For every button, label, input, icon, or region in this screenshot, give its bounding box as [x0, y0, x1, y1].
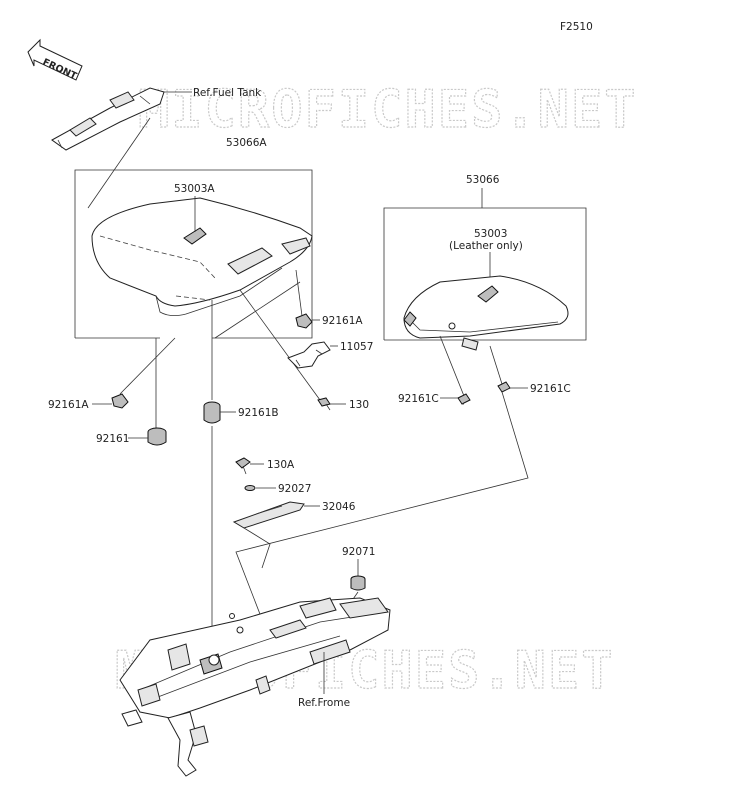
bolt-130a — [235, 457, 251, 475]
damper-92161a-left — [111, 393, 129, 409]
damper-92161a-right — [295, 313, 313, 329]
front-direction-arrow: FRONT — [27, 38, 83, 82]
bolt-130 — [317, 397, 331, 411]
bracket-53066a — [74, 169, 313, 339]
bracket-11057 — [287, 341, 331, 369]
label-92161: 92161 — [96, 433, 129, 445]
rider-seat — [91, 197, 313, 316]
collar-92027 — [244, 485, 256, 491]
label-92027: 92027 — [278, 483, 311, 495]
label-11057: 11057 — [340, 341, 373, 353]
damper-92161 — [147, 427, 167, 446]
watermark-top: MICROFICHES.NET — [138, 80, 638, 140]
rear-frame — [119, 597, 391, 777]
bracket-53066 — [383, 207, 587, 341]
fuel-tank-bracket — [51, 87, 165, 151]
label-32046: 32046 — [322, 501, 356, 513]
damper-92161c-right — [497, 381, 511, 393]
label-92071: 92071 — [342, 546, 375, 558]
label-92161a-left: 92161A — [48, 399, 89, 411]
label-92161b: 92161B — [238, 407, 279, 419]
label-ref-frame: Ref.Frome — [298, 697, 350, 709]
damper-92161c-left — [457, 393, 471, 405]
label-leather-only: (Leather only) — [449, 240, 523, 252]
label-130a: 130A — [267, 459, 295, 471]
label-53066a: 53066A — [226, 137, 267, 149]
nut-92071 — [350, 575, 366, 591]
label-ref-fuel-tank: Ref.Fuel Tank — [193, 87, 262, 99]
damper-92161b — [203, 401, 221, 424]
label-92161a-right: 92161A — [322, 315, 363, 327]
figure-code: F2510 — [560, 21, 593, 33]
label-92161c-left: 92161C — [398, 393, 439, 405]
label-92161c-right: 92161C — [530, 383, 571, 395]
label-53003: 53003 — [474, 228, 507, 240]
seat-cowl — [403, 275, 569, 351]
label-130: 130 — [349, 399, 369, 411]
label-53066: 53066 — [466, 174, 500, 186]
label-53003a: 53003A — [174, 183, 215, 195]
plate-32046 — [232, 501, 305, 529]
